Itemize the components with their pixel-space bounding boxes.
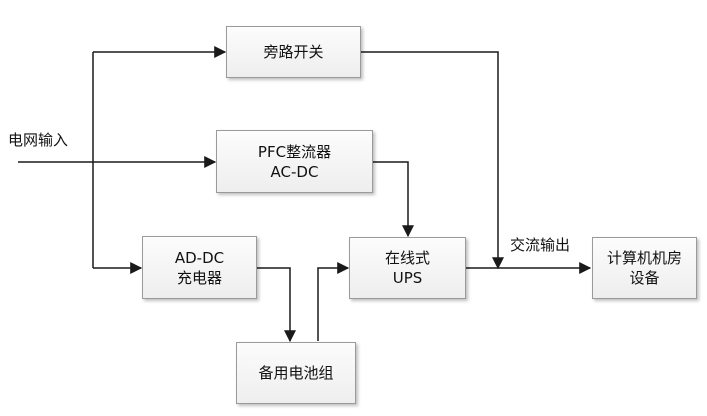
node-online-ups-line-1: 在线式 xyxy=(384,249,430,267)
edge-battery-to-ups xyxy=(317,262,350,341)
node-battery-pack: 备用电池组 xyxy=(236,342,356,404)
node-battery-pack-line-1: 备用电池组 xyxy=(258,364,334,382)
node-pfc-rectifier-line-2: AC-DC xyxy=(270,162,319,181)
node-ad-dc-charger: AD-DC 充电器 xyxy=(142,236,257,299)
node-ad-dc-charger-line-1: AD-DC xyxy=(174,248,225,267)
node-ad-dc-charger-line-2: 充电器 xyxy=(176,268,222,287)
edge-pfc-to-ups xyxy=(373,161,414,238)
node-bypass-switch-line-1: 旁路开关 xyxy=(263,43,324,61)
node-computer-room-line-1: 计算机机房 xyxy=(606,249,682,267)
edge-charger-to-battery xyxy=(257,267,296,343)
node-pfc-rectifier-line-1: PFC整流器 xyxy=(257,142,332,161)
node-computer-room: 计算机机房 设备 xyxy=(592,237,697,299)
label-ac-output: 交流输出 xyxy=(510,236,571,254)
label-grid-input: 电网输入 xyxy=(8,131,69,149)
node-online-ups: 在线式 UPS xyxy=(349,237,466,299)
node-online-ups-line-2: UPS xyxy=(392,269,423,287)
node-computer-room-line-2: 设备 xyxy=(629,269,660,287)
node-bypass-switch: 旁路开关 xyxy=(226,26,361,78)
edge-bypass-to-output xyxy=(361,51,504,270)
node-pfc-rectifier: PFC整流器 AC-DC xyxy=(216,130,373,193)
